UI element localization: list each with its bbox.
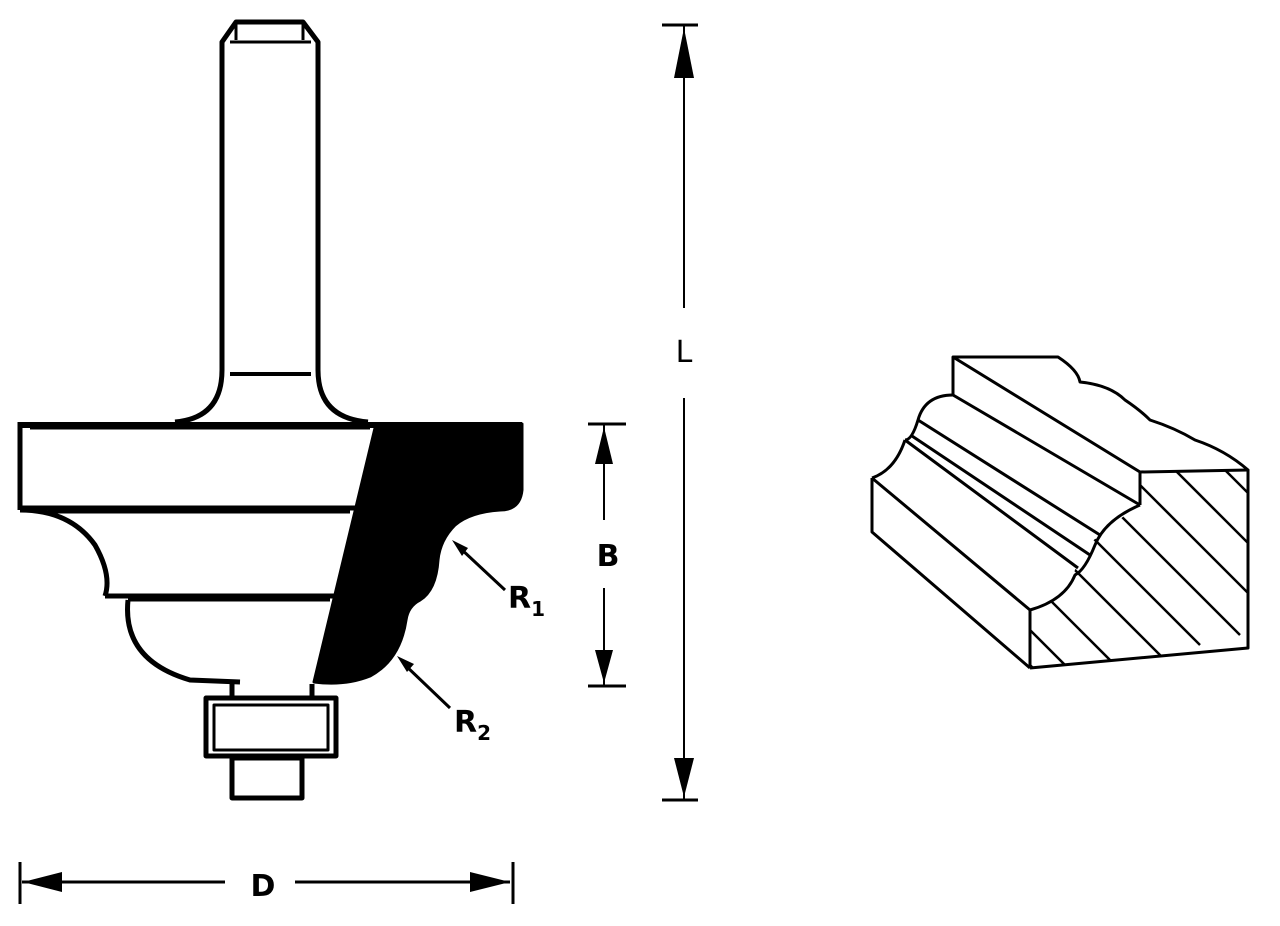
carbide-edge	[312, 422, 524, 685]
router-bit	[17, 19, 524, 801]
r2-label: R2	[454, 705, 491, 745]
dimension-L	[662, 23, 698, 802]
r1-label: R1	[508, 581, 545, 621]
r1-leader: R1	[452, 540, 545, 621]
dimension-L-label: L	[676, 335, 693, 370]
profile-workpiece	[870, 355, 1250, 670]
shank	[174, 19, 369, 425]
dimension-B	[588, 422, 626, 688]
dimension-D-label: D	[251, 869, 276, 904]
dimension-D	[18, 862, 515, 904]
dimension-B-label: B	[597, 539, 620, 574]
bearing	[203, 684, 339, 801]
r2-leader: R2	[397, 656, 491, 745]
